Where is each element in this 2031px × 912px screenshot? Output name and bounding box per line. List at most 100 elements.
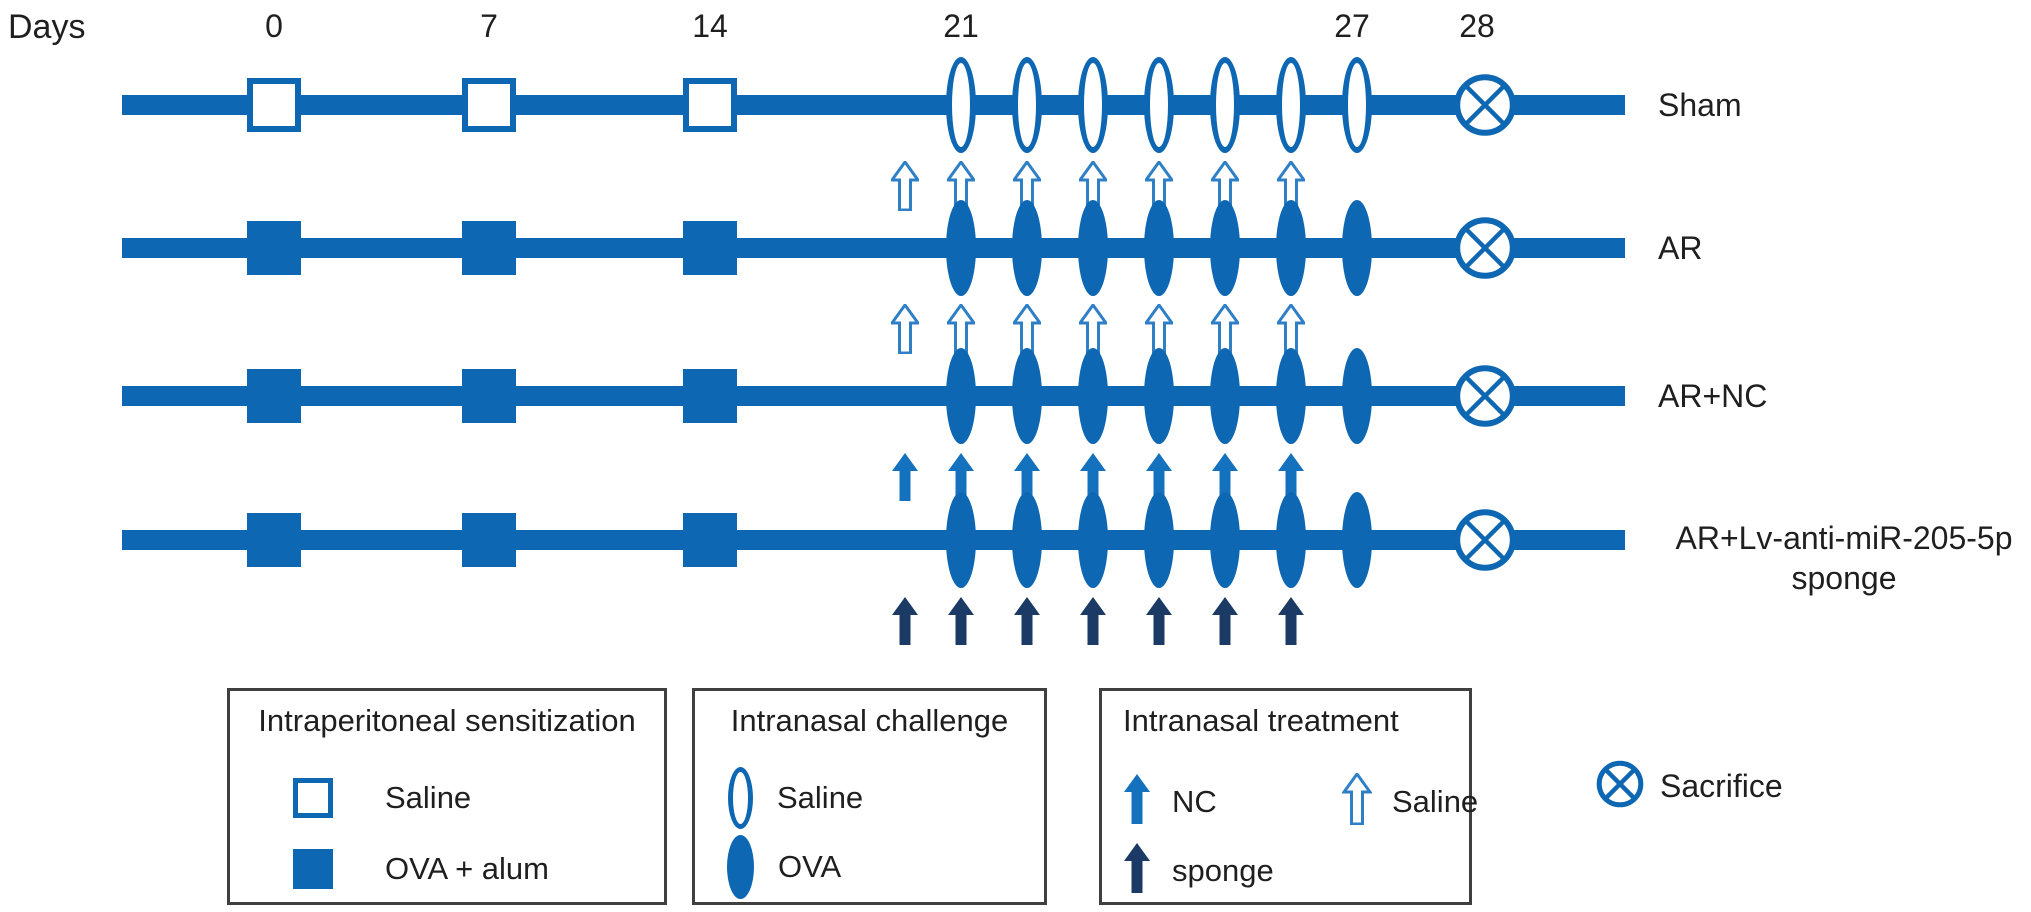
sacrifice-marker xyxy=(1454,217,1516,279)
sacrifice-circle-x-icon xyxy=(1596,760,1644,813)
sensitization-marker xyxy=(247,513,301,567)
timeline-bar xyxy=(122,238,1625,258)
treatment-arrow xyxy=(1079,452,1107,502)
challenge-marker xyxy=(1210,200,1240,296)
challenge-marker xyxy=(1342,200,1372,296)
challenge-marker xyxy=(1078,492,1108,588)
challenge-marker xyxy=(1342,57,1372,153)
days-axis-header: Days xyxy=(8,8,86,46)
challenge-marker xyxy=(946,492,976,588)
sensitization-marker xyxy=(247,78,301,132)
treatment-arrow xyxy=(1145,452,1173,502)
sacrifice-marker xyxy=(1454,509,1516,571)
legend-item-nc-arrow: NC xyxy=(1122,773,1217,830)
sensitization-marker xyxy=(247,369,301,423)
sponge-arrow-icon xyxy=(1122,842,1152,899)
legend-item-label: sponge xyxy=(1172,852,1274,888)
treatment-arrow xyxy=(947,452,975,502)
treatment-arrow xyxy=(1077,302,1109,355)
sensitization-marker xyxy=(683,221,737,275)
day-label: 0 xyxy=(265,8,283,44)
group-label-line1: Sham xyxy=(1658,87,1742,123)
treatment-arrow xyxy=(1079,596,1107,646)
open-square-icon xyxy=(293,778,333,818)
treatment-arrow xyxy=(1275,302,1307,355)
challenge-marker xyxy=(1276,492,1306,588)
group-label-line2: sponge xyxy=(1791,560,1897,596)
legend-title-treatment: Intranasal treatment xyxy=(1123,703,1399,738)
treatment-arrow xyxy=(889,159,921,212)
treatment-arrow xyxy=(1013,596,1041,646)
treatment-arrow xyxy=(891,452,919,502)
challenge-marker xyxy=(1210,348,1240,444)
legend-item-saline-square: Saline xyxy=(293,778,471,818)
legend-item-ova-ellipse: OVA xyxy=(727,835,841,899)
challenge-marker xyxy=(1342,348,1372,444)
challenge-marker xyxy=(946,57,976,153)
sensitization-marker xyxy=(683,369,737,423)
legend-title-challenge: Intranasal challenge xyxy=(730,703,1009,738)
treatment-arrow xyxy=(947,596,975,646)
challenge-marker xyxy=(1144,492,1174,588)
nc-arrow-icon xyxy=(1122,773,1152,830)
sacrifice-marker xyxy=(1454,74,1516,136)
open-arrow-icon xyxy=(1341,771,1373,830)
treatment-arrow xyxy=(1211,452,1239,502)
legend-box-treatment: Intranasal treatment NC Saline sponge xyxy=(1099,688,1478,905)
legend-item-label: OVA + alum xyxy=(385,851,549,886)
legend-item-sponge-arrow: sponge xyxy=(1122,842,1274,899)
group-label-line1: AR xyxy=(1658,230,1703,266)
challenge-marker xyxy=(1276,200,1306,296)
legend-item-label: Saline xyxy=(385,780,472,815)
day-label: 14 xyxy=(692,8,728,44)
challenge-marker xyxy=(1144,200,1174,296)
sensitization-marker xyxy=(462,221,516,275)
challenge-marker xyxy=(1276,348,1306,444)
challenge-marker xyxy=(1210,492,1240,588)
challenge-marker xyxy=(1144,348,1174,444)
sensitization-marker xyxy=(247,221,301,275)
legend-item-saline-ellipse: Saline xyxy=(728,767,863,829)
legend-item-ova-alum-square: OVA + alum xyxy=(293,849,549,889)
group-label-line1: AR+Lv-anti-miR-205-5p xyxy=(1675,520,2013,556)
treatment-arrow xyxy=(1143,302,1175,355)
challenge-marker xyxy=(946,348,976,444)
timeline-bar xyxy=(122,386,1625,406)
challenge-marker xyxy=(1012,200,1042,296)
timeline-bar xyxy=(122,95,1625,115)
legend-item-label: Sacrifice xyxy=(1660,768,1783,804)
filled-square-icon xyxy=(293,849,333,889)
treatment-arrow xyxy=(1013,452,1041,502)
challenge-marker xyxy=(946,200,976,296)
challenge-marker xyxy=(1012,57,1042,153)
legend-box-sensitization: Intraperitoneal sensitization Saline OVA… xyxy=(227,688,667,905)
challenge-marker xyxy=(1144,57,1174,153)
legend-item-label: Saline xyxy=(1392,783,1479,819)
challenge-marker xyxy=(1012,348,1042,444)
timeline-bar xyxy=(122,530,1625,550)
legend-item-saline-arrow: Saline xyxy=(1341,771,1479,830)
group-label: Sham xyxy=(1658,83,1742,127)
treatment-arrow xyxy=(945,302,977,355)
challenge-marker xyxy=(1012,492,1042,588)
treatment-arrow xyxy=(1209,302,1241,355)
treatment-arrow xyxy=(891,596,919,646)
group-label: AR+NC xyxy=(1658,374,1767,418)
sensitization-marker xyxy=(683,513,737,567)
sacrifice-marker xyxy=(1454,365,1516,427)
treatment-arrow xyxy=(889,302,921,355)
challenge-marker xyxy=(1078,348,1108,444)
sensitization-marker xyxy=(462,78,516,132)
sensitization-marker xyxy=(462,513,516,567)
challenge-marker xyxy=(1276,57,1306,153)
treatment-arrow xyxy=(1011,302,1043,355)
treatment-arrow xyxy=(1277,596,1305,646)
filled-ellipse-icon xyxy=(727,835,754,899)
treatment-arrow xyxy=(1211,596,1239,646)
treatment-arrow xyxy=(1277,452,1305,502)
group-label: AR xyxy=(1658,226,1702,270)
challenge-marker xyxy=(1078,57,1108,153)
group-label-line1: AR+NC xyxy=(1658,378,1768,414)
day-label: 7 xyxy=(480,8,498,44)
